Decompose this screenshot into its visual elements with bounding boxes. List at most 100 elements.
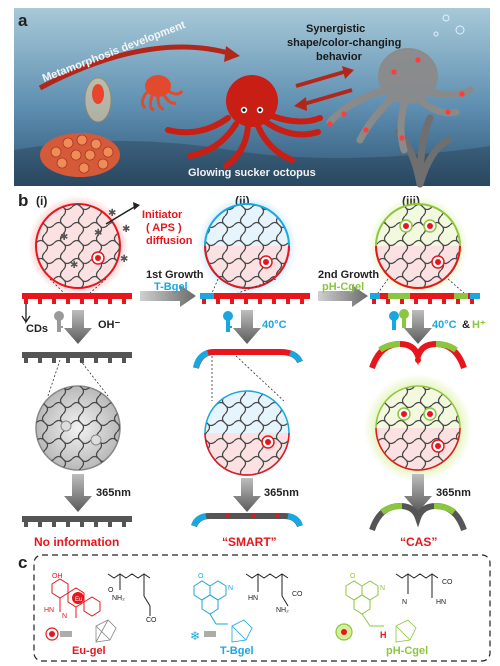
hn-atom-ph: HN [436, 599, 446, 606]
svg-text:✱: ✱ [122, 224, 130, 235]
synergistic-label-line1: Synergistic [306, 23, 365, 35]
second-growth-label: 2nd Growth [318, 269, 379, 281]
co-atom-ph: CO [442, 579, 453, 586]
co-atom-eu: CO [146, 617, 157, 624]
uv-arrow-col2 [233, 478, 261, 512]
svg-text:✱: ✱ [120, 254, 128, 265]
h-atom-ph: H [380, 630, 387, 640]
synergistic-label-line2: shape/color-changing [287, 37, 401, 49]
svg-text:✱: ✱ [60, 232, 68, 243]
svg-text:✱: ✱ [70, 260, 78, 271]
eu-gel-structure: Eu OH N HN NH₂ O CO [44, 573, 157, 643]
key-icon-gray [54, 311, 64, 332]
panel-b: b (i) (ii) (iii) ✱✱✱✱✱✱ [18, 191, 486, 549]
strip-row2-col2-curled [193, 349, 303, 369]
strip-row2-col3-curled [369, 340, 467, 370]
nh2-atom-eu: NH₂ [112, 595, 125, 602]
eu-gel-label: Eu-gel [72, 645, 106, 657]
result-label-col2: “SMART” [222, 535, 277, 549]
temp-label-col3: 40°C [432, 319, 457, 331]
panel-b-letter: b [18, 191, 28, 210]
svg-text:✱: ✱ [94, 228, 102, 239]
uv-label-col1: 365nm [96, 487, 131, 499]
hn-atom-t: HN [248, 595, 258, 602]
key-icon-blue [223, 311, 233, 332]
structures-frame [33, 554, 491, 662]
svg-text:❄: ❄ [190, 629, 200, 643]
zoom-guides-row1 [49, 278, 465, 294]
result-label-col3: “CAS” [400, 535, 437, 549]
hn-atom-eu: HN [44, 607, 54, 614]
strip-row1-col1 [22, 293, 132, 304]
aps-label: ( APS ) [146, 222, 182, 234]
strip-row2-col1 [22, 352, 132, 363]
ph-cgel-structure: O N N HN CO H [335, 573, 453, 643]
ph-cgel-label: pH-Cgel [386, 645, 428, 657]
gel-network-blue-red-lower [204, 390, 290, 476]
strip-row1-col3 [370, 293, 480, 304]
gel-network-red: ✱ ✱ ✱ ✱ ✱ ✱ [28, 196, 130, 296]
temp-label-col2: 40°C [262, 319, 287, 331]
cds-label: CDs [26, 323, 48, 335]
temp-arrow-col2 [233, 310, 261, 344]
uv-label-col2: 365nm [264, 487, 299, 499]
uv-arrow-col1 [64, 474, 92, 512]
gel-network-green-red-lower [364, 374, 472, 482]
initiator-label: Initiator [142, 209, 183, 221]
metamorphosis-arrow [38, 44, 233, 91]
oh-arrow [64, 310, 92, 344]
gel-network-gray [35, 385, 121, 471]
temp-ph-arrow-col3 [404, 310, 432, 344]
result-label-col1: No information [34, 535, 119, 549]
gel-network-blue-red [197, 196, 297, 296]
n-atom-eu: N [62, 613, 67, 620]
synergy-arrow-left [303, 88, 353, 106]
proton-label: H⁺ [472, 319, 486, 331]
zoom-guides-row2 [47, 355, 285, 402]
o-atom-ph: O [350, 573, 356, 580]
panel-c: c Eu OH N HN NH₂ O [18, 553, 491, 662]
strip-row1-col2 [200, 293, 310, 304]
uv-label-col3: 365nm [436, 487, 471, 499]
co-atom-t: CO [292, 591, 303, 598]
bubbles [433, 14, 465, 37]
panel-c-letter: c [18, 553, 27, 572]
svg-text:✱: ✱ [108, 208, 116, 219]
cds-arrow [21, 304, 31, 325]
ph-cgel-growth-label: pH-Cgel [322, 281, 364, 293]
oh-atom: OH [52, 573, 63, 580]
gel-network-green-red [368, 196, 468, 296]
small-octopus-illustration [140, 75, 184, 112]
glowing-sucker-octopus-illustration [165, 75, 323, 169]
first-growth-label: 1st Growth [146, 269, 204, 281]
o-atom-eu: O [108, 587, 114, 594]
key-icon-blue-green [389, 309, 409, 330]
oh-label: OH⁻ [98, 319, 121, 331]
ampersand-label: & [462, 319, 470, 331]
octopus-label: Glowing sucker octopus [188, 167, 316, 179]
synergy-arrow-right [295, 70, 345, 88]
first-growth-arrow [140, 285, 196, 307]
diffusion-label: diffusion [146, 235, 193, 247]
coral-illustration [40, 133, 120, 177]
metamorphosis-arrow-head [224, 46, 240, 62]
synergistic-label-line3: behavior [316, 51, 363, 63]
col1-numeral: (i) [36, 194, 47, 208]
t-bgel-growth-label: T-Bgel [154, 281, 188, 293]
t-bgel-label: T-Bgel [220, 645, 254, 657]
eu-atom: Eu [75, 597, 82, 603]
strip-final-col2 [191, 513, 303, 528]
second-growth-arrow [318, 285, 368, 307]
nh2-atom-t: NH₂ [276, 607, 289, 614]
panel-a-letter: a [18, 11, 28, 30]
n-atom-ph-amine: N [402, 599, 407, 606]
n-atom-ph: N [380, 585, 385, 592]
t-bgel-structure: O N HN NH₂ CO ❄ [190, 573, 303, 643]
snowflake-icon: ❄ [190, 629, 200, 643]
n-atom-t: N [228, 585, 233, 592]
seabed [14, 141, 490, 186]
uv-arrow-col3 [404, 474, 432, 512]
strip-final-col1 [22, 516, 132, 527]
strip-final-col3 [369, 502, 467, 532]
